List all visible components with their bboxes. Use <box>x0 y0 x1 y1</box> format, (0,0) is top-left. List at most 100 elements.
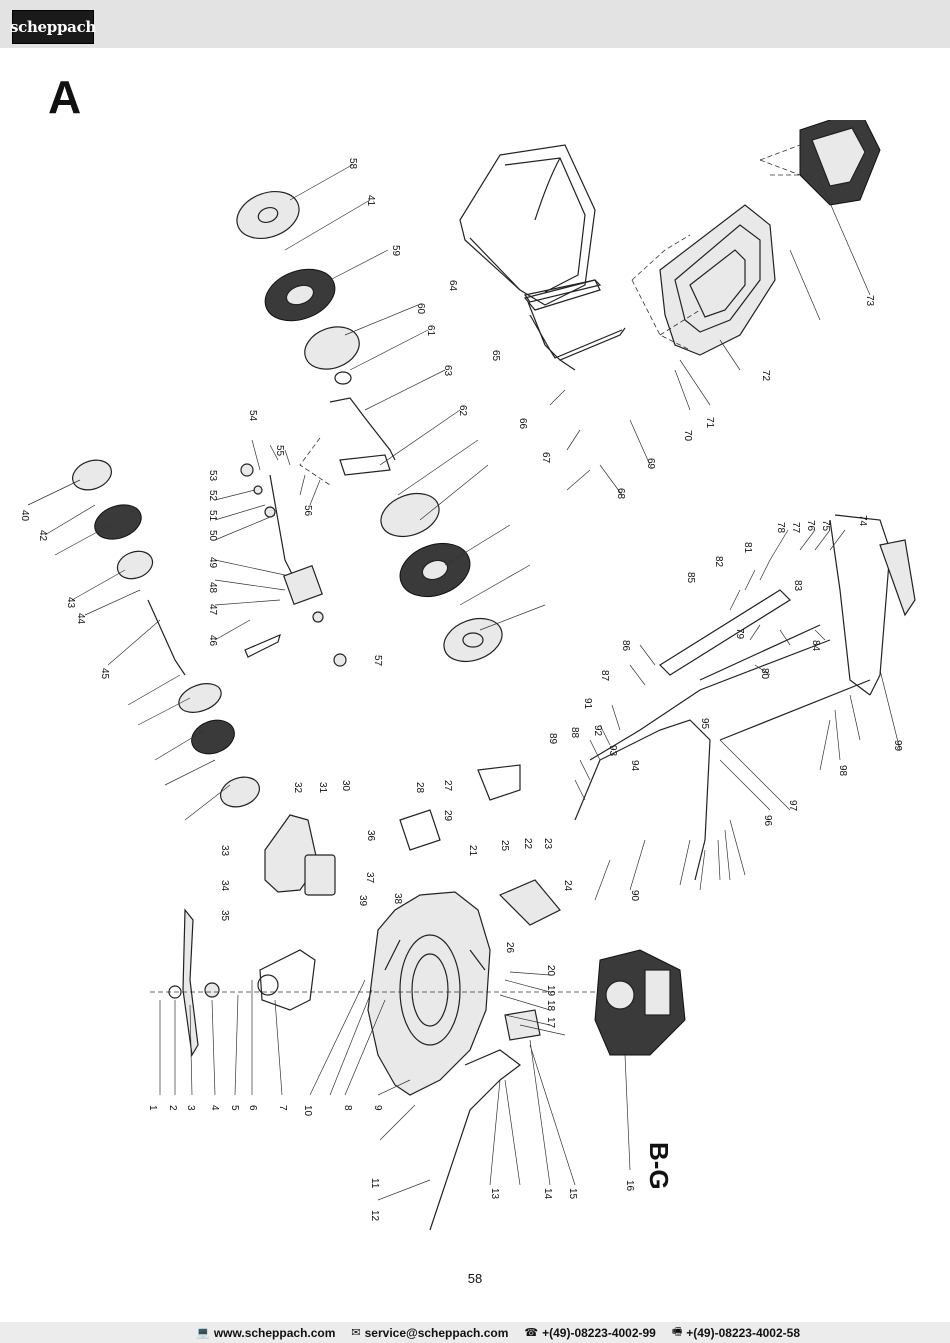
callout-92: 92 <box>592 725 603 737</box>
callout-59: 59 <box>390 245 401 257</box>
callout-72: 72 <box>760 370 771 382</box>
callout-36: 36 <box>365 830 376 842</box>
callout-54: 54 <box>247 410 258 422</box>
brand-logo[interactable]: scheppach <box>9 10 97 44</box>
callout-32: 32 <box>292 782 303 794</box>
callout-97: 97 <box>787 800 798 812</box>
callout-68: 68 <box>615 488 626 500</box>
callout-25: 25 <box>499 840 510 852</box>
footer-fax: 🖷 +(49)-08223-4002-58 <box>672 1323 800 1342</box>
callout-63: 63 <box>442 365 453 377</box>
callout-41-top: 41 <box>365 195 376 207</box>
callout-30: 30 <box>340 780 351 792</box>
callout-80: 80 <box>759 668 770 680</box>
part-callouts: 1 2 3 4 5 6 7 8 9 10 11 12 13 14 15 16 1… <box>19 158 903 1222</box>
callout-40-top: 40 <box>19 510 30 522</box>
callout-11: 11 <box>369 1178 380 1189</box>
callout-6: 6 <box>247 1105 258 1111</box>
callout-1: 1 <box>147 1105 158 1111</box>
callout-44: 44 <box>75 613 86 625</box>
callout-64: 64 <box>447 280 458 292</box>
callout-78: 78 <box>775 522 786 534</box>
callout-3: 3 <box>185 1105 196 1111</box>
callout-12: 12 <box>369 1210 380 1222</box>
monitor-icon: 💻 <box>196 1327 210 1339</box>
callout-55: 55 <box>274 445 285 457</box>
footer-website[interactable]: 💻 www.scheppach.com <box>196 1326 335 1340</box>
callout-53: 53 <box>207 470 218 482</box>
footer-email[interactable]: ✉ service@scheppach.com <box>351 1326 508 1340</box>
callout-8: 8 <box>342 1105 353 1111</box>
callout-91: 91 <box>582 698 593 710</box>
callout-17: 17 <box>545 1017 556 1029</box>
callout-31: 31 <box>317 782 328 794</box>
callout-48: 48 <box>207 582 218 594</box>
callout-96: 96 <box>762 815 773 827</box>
callout-52: 52 <box>207 490 218 502</box>
page-number: 58 <box>467 1271 483 1286</box>
callout-13: 13 <box>489 1188 500 1200</box>
fax-text: +(49)-08223-4002-58 <box>686 1325 800 1340</box>
callout-62: 62 <box>457 405 468 417</box>
phone-icon: ☎ <box>524 1327 539 1339</box>
callout-56: 56 <box>302 505 313 517</box>
callout-42: 42 <box>37 530 48 542</box>
front-wheel-drawing <box>72 459 260 808</box>
brand-logo-text: scheppach <box>9 18 97 36</box>
callout-35: 35 <box>219 910 230 922</box>
callout-58: 58 <box>347 158 358 170</box>
height-adjuster-drawing <box>429 1009 541 1231</box>
section-letter: A <box>48 71 82 123</box>
callout-47: 47 <box>207 604 218 616</box>
blade-adapter-drawing <box>257 949 316 1011</box>
callout-23: 23 <box>542 838 553 850</box>
callout-75: 75 <box>820 520 831 532</box>
footer-phone: ☎ +(49)-08223-4002-99 <box>524 1326 655 1340</box>
callout-29: 29 <box>442 810 453 822</box>
callout-20: 20 <box>545 965 556 977</box>
callout-99: 99 <box>892 740 903 752</box>
callout-18: 18 <box>545 1000 556 1012</box>
callout-61: 61 <box>425 325 436 337</box>
phone-text: +(49)-08223-4002-99 <box>542 1325 656 1340</box>
rear-wheel-bottom-drawing <box>380 492 503 663</box>
callout-19: 19 <box>545 985 556 997</box>
callout-16: 16 <box>624 1180 635 1192</box>
handle-drawing <box>574 514 916 881</box>
callout-37: 37 <box>364 872 375 884</box>
callout-84: 84 <box>810 640 821 652</box>
callout-10: 10 <box>302 1105 313 1117</box>
callout-49: 49 <box>207 557 218 569</box>
cover-flap-drawing <box>759 120 881 206</box>
callout-43: 43 <box>65 597 76 609</box>
blade-drawing <box>150 908 610 1057</box>
callout-85: 85 <box>685 572 696 584</box>
deck-housing-drawing <box>367 891 491 1096</box>
callout-39: 39 <box>357 895 368 907</box>
callout-90: 90 <box>629 890 640 902</box>
callout-66: 66 <box>517 418 528 430</box>
callout-7: 7 <box>277 1105 288 1111</box>
callout-38: 38 <box>392 893 403 905</box>
callout-27: 27 <box>442 780 453 792</box>
rear-wheel-top-drawing <box>236 191 396 476</box>
callout-73: 73 <box>864 295 875 307</box>
callout-89: 89 <box>547 733 558 745</box>
callout-71: 71 <box>704 417 715 429</box>
callout-94: 94 <box>629 760 640 772</box>
website-text: www.scheppach.com <box>213 1325 336 1340</box>
callout-95: 95 <box>699 718 710 730</box>
callout-76: 76 <box>805 520 816 532</box>
callout-24: 24 <box>562 880 573 892</box>
callout-98: 98 <box>837 765 848 777</box>
rear-cover-drawing <box>631 204 776 356</box>
bag-frame-drawing <box>523 279 623 359</box>
callout-15: 15 <box>567 1188 578 1200</box>
side-discharge-drawing <box>399 764 561 926</box>
callout-82: 82 <box>713 556 724 568</box>
email-text: service@scheppach.com <box>364 1325 509 1340</box>
callout-5: 5 <box>229 1105 240 1111</box>
footer-contact-bar: 💻 www.scheppach.com ✉ service@scheppach.… <box>0 1322 950 1343</box>
callout-81: 81 <box>742 542 753 554</box>
header-bar: scheppach <box>0 0 950 48</box>
